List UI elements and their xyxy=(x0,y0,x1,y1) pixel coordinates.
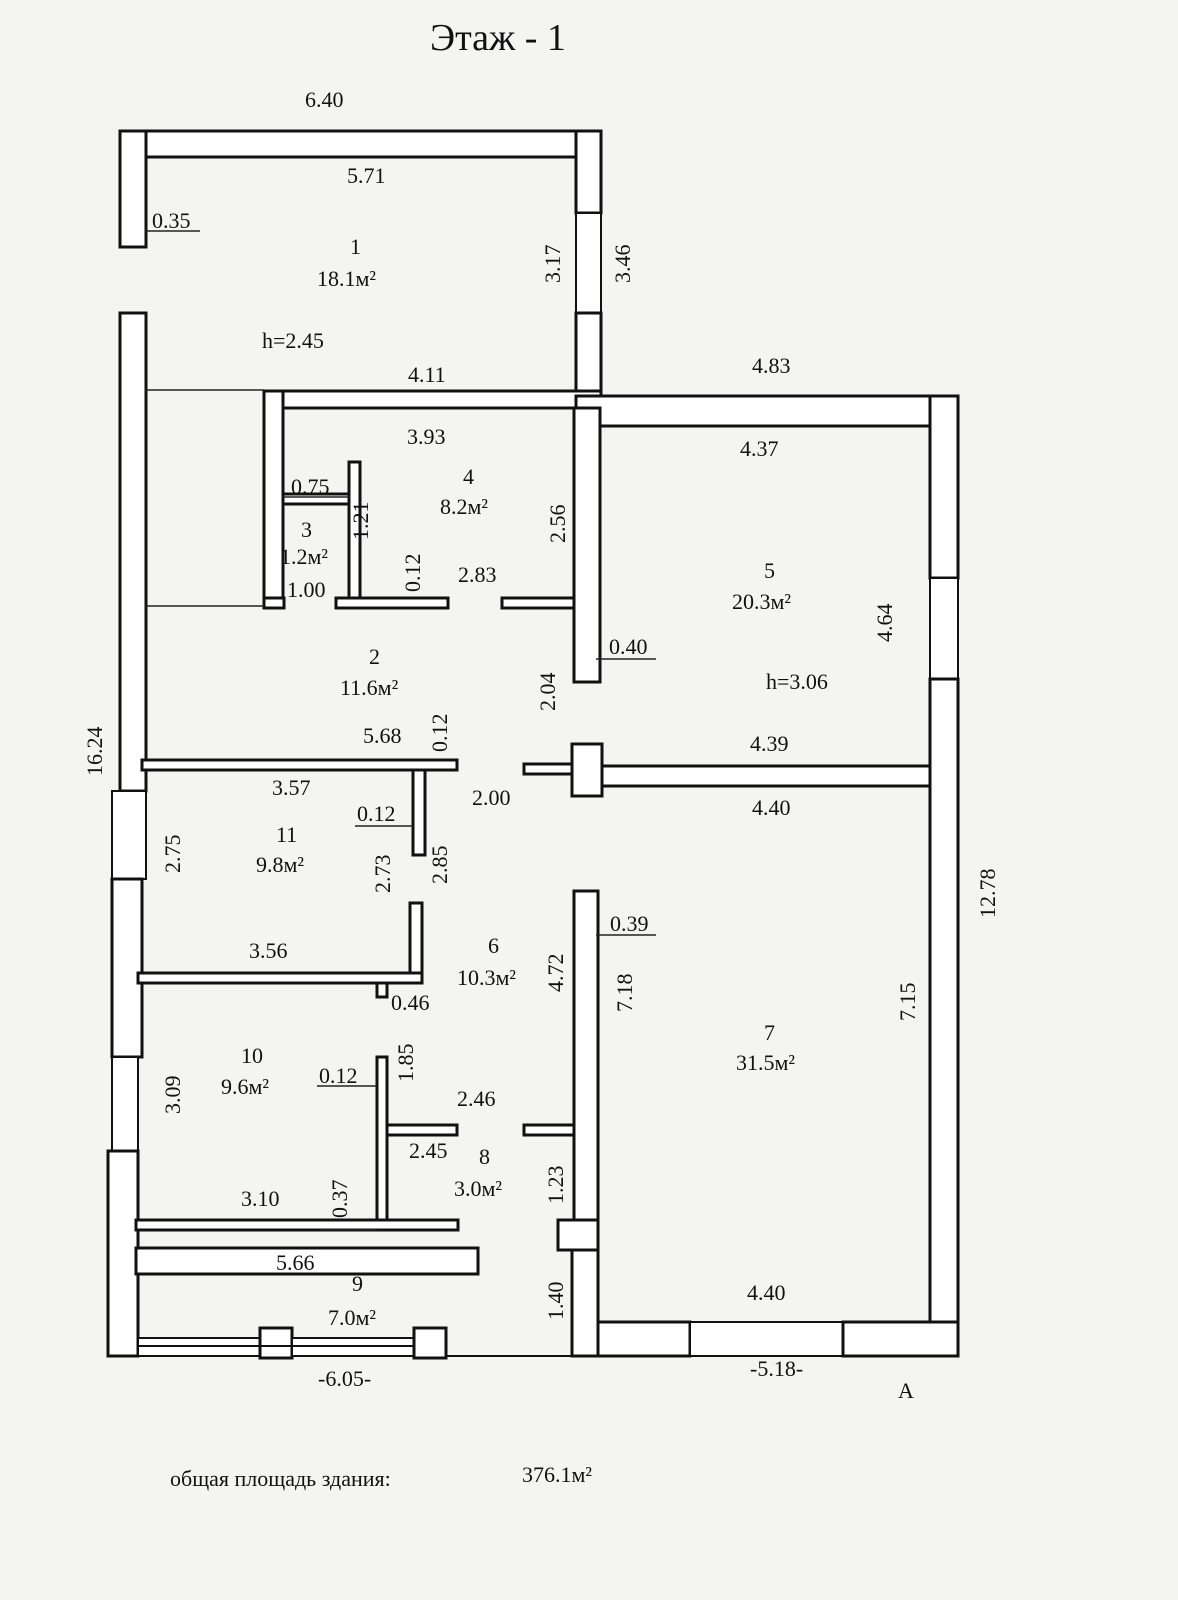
dimension-label: 1.40 xyxy=(543,1282,568,1321)
dimension-label: 0.12 xyxy=(400,554,425,593)
dimension-label: 12.78 xyxy=(975,869,1000,919)
axis-mark: A xyxy=(898,1378,914,1403)
dimension-label: 0.46 xyxy=(391,990,430,1015)
dimension-label: 2.46 xyxy=(457,1086,496,1111)
room-number: 3 xyxy=(301,517,312,542)
room-number: 2 xyxy=(369,644,380,669)
room-area: 8.2м² xyxy=(440,494,488,519)
dimension-label: 4.11 xyxy=(408,362,446,387)
dimension-label: 16.24 xyxy=(82,727,107,777)
room-area: 20.3м² xyxy=(732,589,791,614)
dimension-label: 0.35 xyxy=(152,208,191,233)
dimension-label: 7.15 xyxy=(895,983,920,1022)
dimension-label: 4.37 xyxy=(740,436,779,461)
room-area: 31.5м² xyxy=(736,1050,795,1075)
dimension-label: 5.66 xyxy=(276,1250,315,1275)
room-number: 9 xyxy=(352,1271,363,1296)
dimension-label: 4.40 xyxy=(747,1280,786,1305)
dimension-label: 5.68 xyxy=(363,723,402,748)
dimension-label: 4.72 xyxy=(543,954,568,993)
room-number: 7 xyxy=(764,1020,775,1045)
total-area-value: 376.1м² xyxy=(522,1462,592,1487)
dimension-label: 1.23 xyxy=(543,1166,568,1205)
vertical-dimensions: 3.17 3.46 1.21 2.56 0.12 4.64 2.04 0.12 … xyxy=(82,245,1000,1321)
partition-lines xyxy=(146,389,264,607)
dimension-label: 3.09 xyxy=(160,1076,185,1115)
dimension-label: 2.75 xyxy=(160,835,185,874)
room-number: 6 xyxy=(488,933,499,958)
total-area-label: общая площадь здания: xyxy=(170,1466,391,1491)
dimension-label: 1.21 xyxy=(348,502,373,541)
dimension-label: 2.56 xyxy=(545,505,570,544)
dimension-label: 0.12 xyxy=(319,1063,358,1088)
room-area: 9.8м² xyxy=(256,852,304,877)
dimension-label: 2.85 xyxy=(427,846,452,885)
room-area: 9.6м² xyxy=(221,1074,269,1099)
dimension-label: 0.37 xyxy=(327,1180,352,1219)
dimension-label: 6.40 xyxy=(305,87,344,112)
dimension-label: 4.40 xyxy=(752,795,791,820)
room-labels: 1 18.1м² 2 11.6м² 3 1.2м² 4 8.2м² 5 20.3… xyxy=(221,234,828,1330)
dimension-label: 4.64 xyxy=(872,604,897,643)
dimension-label: 3.46 xyxy=(610,245,635,284)
dimension-label: 3.10 xyxy=(241,1186,280,1211)
dimension-label: 0.40 xyxy=(609,634,648,659)
dimensions: 6.40 5.71 0.35 4.11 4.83 3.93 4.37 0.75 … xyxy=(152,87,803,1391)
dimension-label: 2.45 xyxy=(409,1138,448,1163)
room-number: 8 xyxy=(479,1144,490,1169)
room-area: 18.1м² xyxy=(317,266,376,291)
dimension-label: 3.93 xyxy=(407,424,446,449)
dimension-label: 0.39 xyxy=(610,911,649,936)
room-number: 4 xyxy=(463,464,474,489)
room-number: 10 xyxy=(241,1043,263,1068)
dimension-label: 5.71 xyxy=(347,163,386,188)
dimension-label: 3.56 xyxy=(249,938,288,963)
room-area: 1.2м² xyxy=(280,544,328,569)
ceiling-height: h=3.06 xyxy=(766,669,828,694)
dimension-label: 4.83 xyxy=(752,353,791,378)
room-area: 11.6м² xyxy=(340,675,399,700)
dimension-label: 1.00 xyxy=(287,577,326,602)
dimension-label: -5.18- xyxy=(750,1356,803,1381)
floor-title: Этаж - 1 xyxy=(430,17,566,59)
room-area: 7.0м² xyxy=(328,1305,376,1330)
dimension-label: 4.39 xyxy=(750,731,789,756)
room-number: 5 xyxy=(764,558,775,583)
dimension-label: 2.04 xyxy=(535,673,560,712)
dimension-label: 0.75 xyxy=(291,474,330,499)
room-area: 3.0м² xyxy=(454,1176,502,1201)
dimension-label: 2.73 xyxy=(370,855,395,894)
dimension-label: 7.18 xyxy=(612,974,637,1013)
dimension-label: 3.17 xyxy=(540,245,565,284)
dimension-label: 1.85 xyxy=(393,1044,418,1083)
dimension-label: 0.12 xyxy=(357,801,396,826)
dimension-label: 2.00 xyxy=(472,785,511,810)
dimension-label: 3.57 xyxy=(272,775,311,800)
ceiling-height: h=2.45 xyxy=(262,328,324,353)
room-number: 1 xyxy=(350,234,361,259)
room-area: 10.3м² xyxy=(457,965,516,990)
walls xyxy=(106,129,960,1360)
dimension-leaders xyxy=(146,230,656,1231)
dimension-label: 0.12 xyxy=(427,714,452,753)
room-number: 11 xyxy=(276,822,297,847)
dimension-label: 2.83 xyxy=(458,562,497,587)
dimension-label: -6.05- xyxy=(318,1366,371,1391)
